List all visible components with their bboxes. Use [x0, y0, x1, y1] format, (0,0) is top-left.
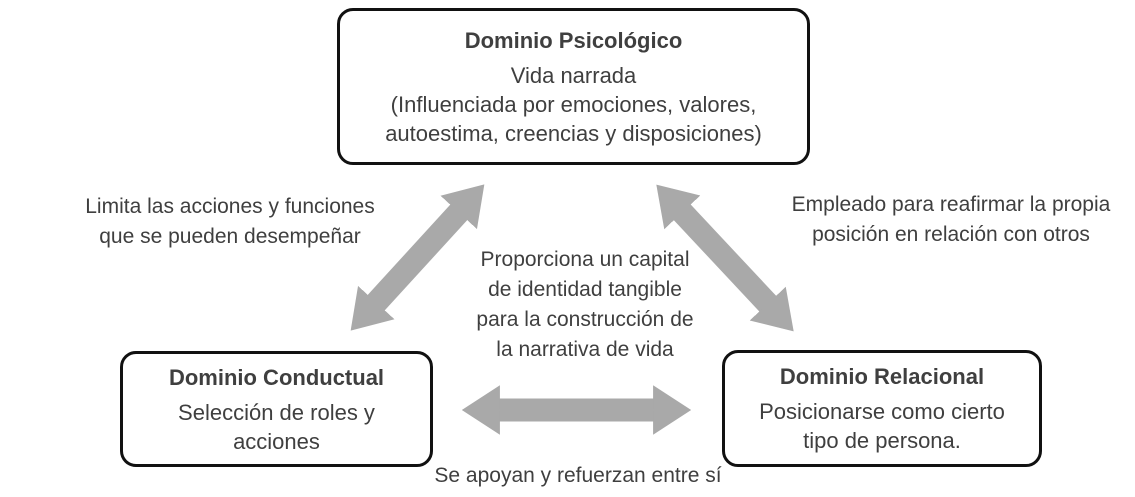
psych-conduct-double-arrow [350, 184, 485, 331]
behavioral-domain-description: Selección de roles y acciones [178, 399, 375, 454]
relational-domain-title: Dominio Relacional [779, 364, 985, 389]
behavioral-domain-box: Dominio Conductual Selección de roles y … [120, 351, 433, 467]
psychological-domain-box: Dominio Psicológico Vida narrada (Influe… [337, 8, 810, 165]
edge-label-empleado: Empleado para reafirmar la propia posici… [791, 193, 1111, 246]
edge-label-se-apoyan: Se apoyan y refuerzan entre sí [434, 464, 722, 487]
psychological-domain-description: Vida narrada (Influenciada por emociones… [385, 62, 762, 146]
relational-domain-box: Dominio Relacional Posicionarse como cie… [722, 350, 1042, 467]
behavioral-domain-title: Dominio Conductual [168, 364, 385, 390]
edge-label-limita: Limita las acciones y funciones que se p… [85, 195, 375, 248]
psych-relat-double-arrow [656, 184, 794, 332]
edge-label-proporciona: Proporciona un capital de identidad tang… [476, 248, 694, 361]
psychological-domain-title: Dominio Psicológico [464, 27, 683, 53]
relational-domain-description: Posicionarse como cierto tipo de persona… [759, 399, 1005, 453]
